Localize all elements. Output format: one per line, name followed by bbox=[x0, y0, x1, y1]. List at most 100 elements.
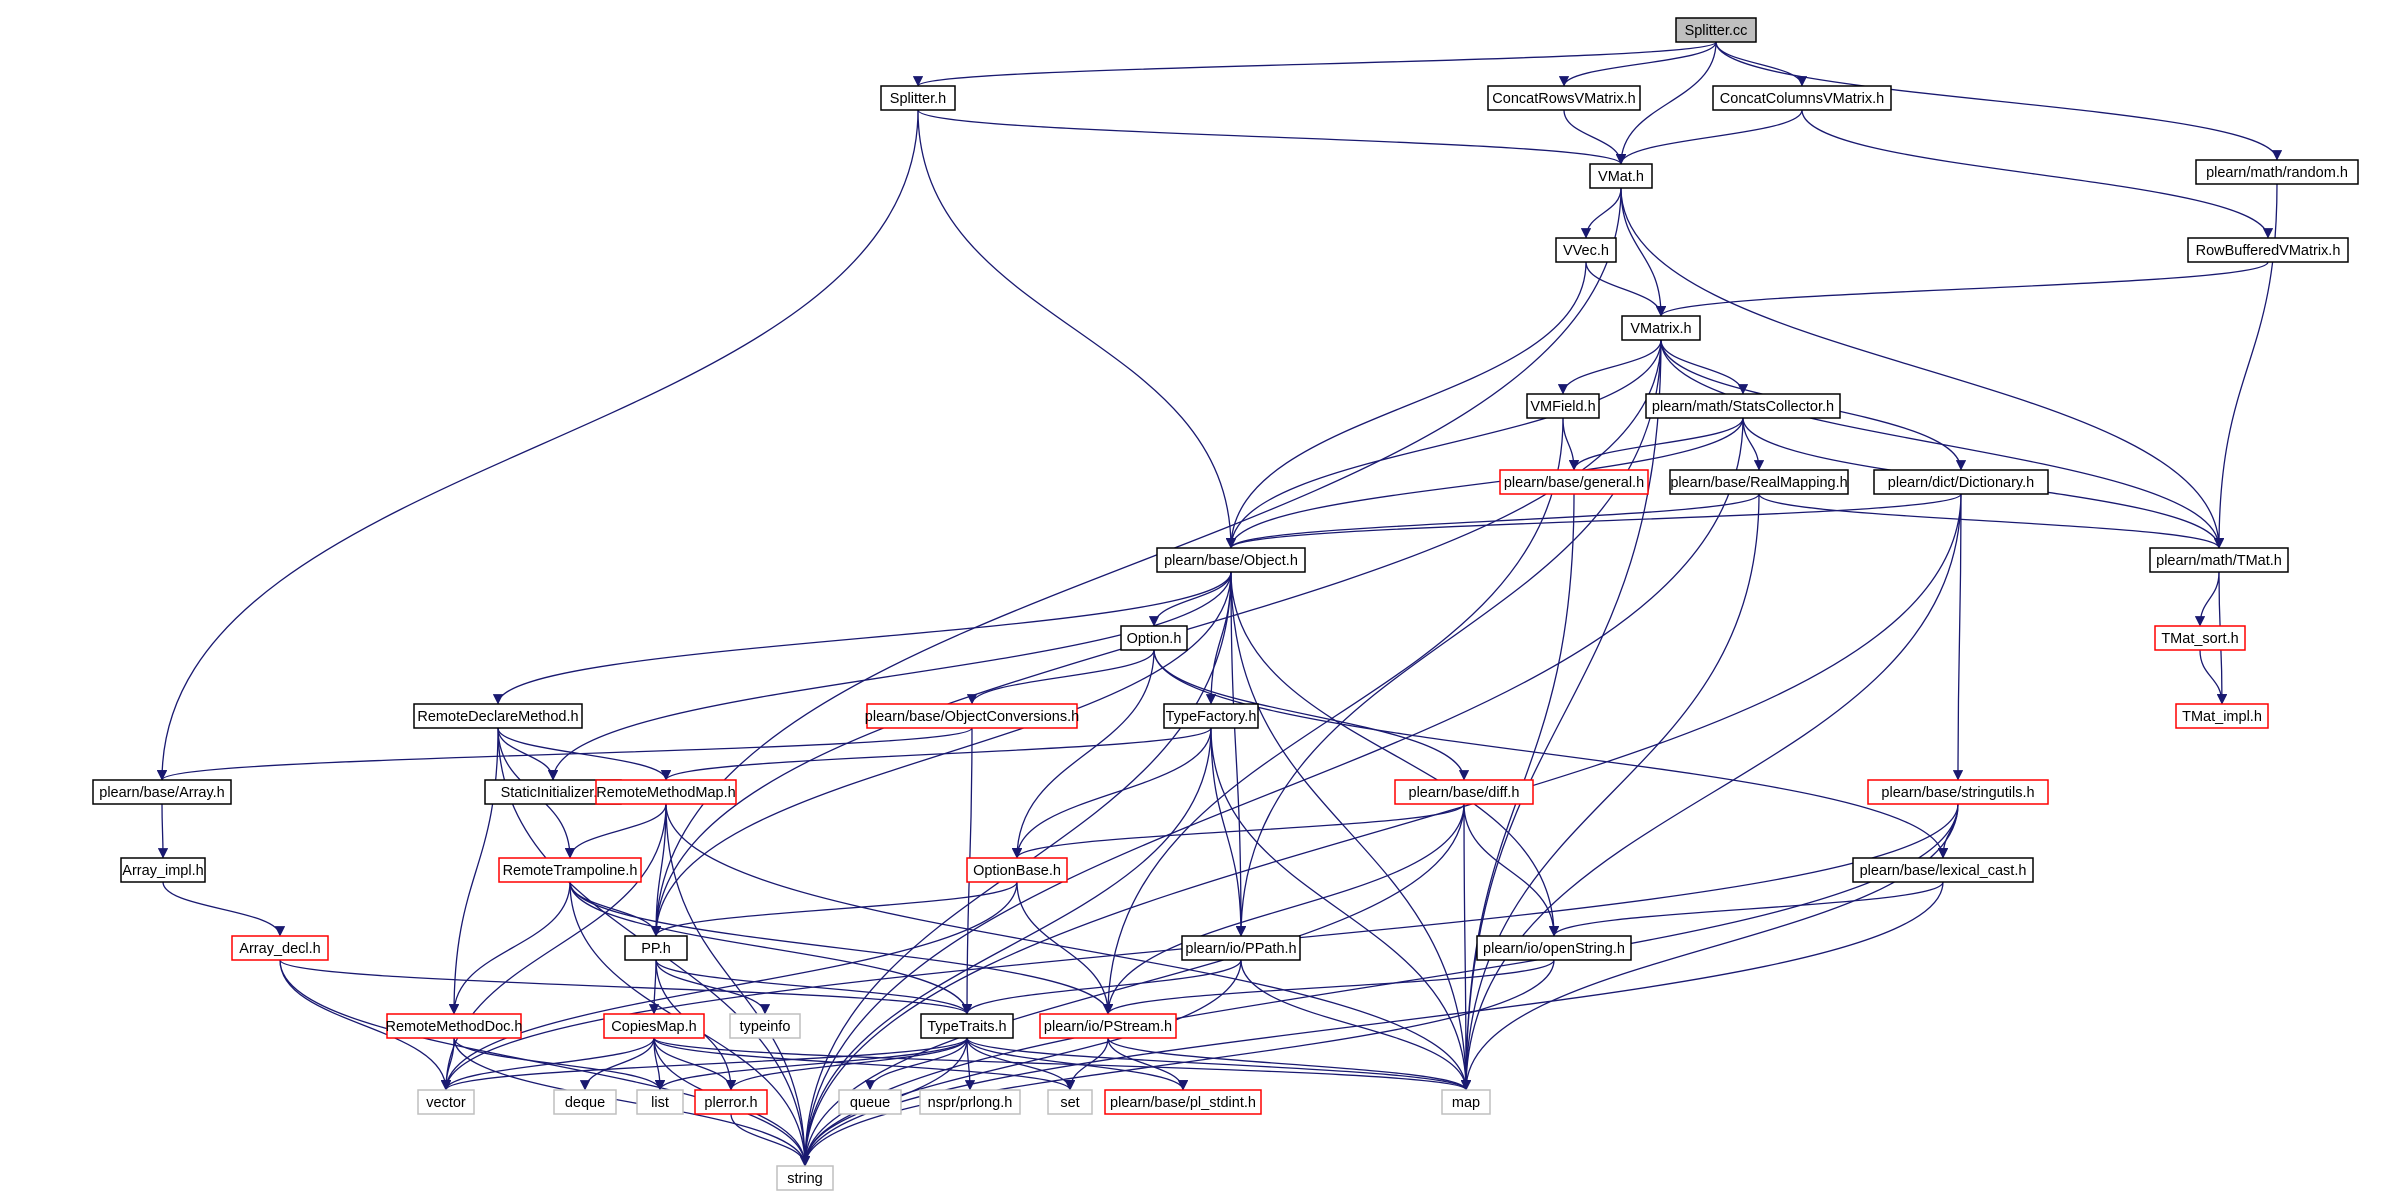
edge-dictionary-to-object_h bbox=[1226, 493, 1962, 549]
edge-vmat_h-to-vvec_h bbox=[1580, 187, 1622, 239]
edge-object_h-to-map bbox=[1230, 571, 1472, 1091]
edge-path bbox=[1107, 1037, 1189, 1091]
node-label: Array_impl.h bbox=[122, 863, 203, 879]
edge-path bbox=[1153, 649, 1949, 859]
node-splitter-h[interactable]: Splitter.h bbox=[880, 85, 956, 111]
node-concatrows[interactable]: ConcatRowsVMatrix.h bbox=[1487, 85, 1641, 111]
edge-path bbox=[650, 187, 1622, 937]
node-copiesmap[interactable]: CopiesMap.h bbox=[603, 1013, 705, 1039]
node-tmat-h[interactable]: plearn/math/TMat.h bbox=[2149, 547, 2289, 573]
edge-typetraits-to-queue bbox=[864, 1037, 968, 1091]
node-set: set bbox=[1047, 1089, 1093, 1115]
node-pp-h[interactable]: PP.h bbox=[624, 935, 688, 961]
node-remotemethodmap[interactable]: RemoteMethodMap.h bbox=[595, 779, 737, 805]
node-box bbox=[1852, 857, 2034, 883]
node-lexical-cast[interactable]: plearn/base/lexical_cast.h bbox=[1852, 857, 2034, 883]
edge-path bbox=[1548, 881, 1944, 937]
edge-tmat_sort-to-tmat_impl bbox=[2199, 649, 2228, 705]
node-typetraits[interactable]: TypeTraits.h bbox=[920, 1013, 1014, 1039]
edge-path bbox=[799, 493, 1962, 1167]
node-label: vector bbox=[426, 1095, 466, 1111]
node-pstream[interactable]: plearn/io/PStream.h bbox=[1039, 1013, 1177, 1039]
node-remotemethoddoc[interactable]: RemoteMethodDoc.h bbox=[385, 1013, 523, 1039]
edge-realmapping-to-object_h bbox=[1225, 493, 1760, 549]
node-pl-stdint[interactable]: plearn/base/pl_stdint.h bbox=[1104, 1089, 1262, 1115]
node-openstring[interactable]: plearn/io/openString.h bbox=[1476, 935, 1632, 961]
edge-path bbox=[1952, 493, 1964, 781]
edge-path bbox=[1558, 41, 1717, 87]
node-concatcols[interactable]: ConcatColumnsVMatrix.h bbox=[1712, 85, 1892, 111]
node-tmat-impl[interactable]: TMat_impl.h bbox=[2175, 703, 2269, 729]
node-rowbuffered[interactable]: RowBufferedVMatrix.h bbox=[2187, 237, 2349, 263]
node-vvec-h[interactable]: VVec.h bbox=[1555, 237, 1617, 263]
node-objconv[interactable]: plearn/base/ObjectConversions.h bbox=[865, 703, 1079, 729]
edge-splitter_cc-to-concatcols bbox=[1715, 41, 1808, 87]
node-tmat-sort[interactable]: TMat_sort.h bbox=[2154, 625, 2246, 651]
edge-path bbox=[569, 881, 973, 1015]
node-box bbox=[1621, 315, 1701, 341]
edge-array_decl-to-vector bbox=[279, 959, 452, 1091]
node-array-h[interactable]: plearn/base/Array.h bbox=[92, 779, 232, 805]
node-splitter-cc[interactable]: Splitter.cc bbox=[1675, 17, 1757, 43]
node-label: plearn/base/general.h bbox=[1504, 475, 1644, 491]
node-realmapping[interactable]: plearn/base/RealMapping.h bbox=[1669, 469, 1849, 495]
node-label: RemoteDeclareMethod.h bbox=[417, 709, 578, 725]
node-box bbox=[92, 779, 232, 805]
node-box bbox=[1441, 1089, 1491, 1115]
node-option-h[interactable]: Option.h bbox=[1120, 625, 1188, 651]
node-box bbox=[1589, 163, 1653, 189]
edge-typetraits-to-list bbox=[654, 1037, 968, 1091]
node-plerror[interactable]: plerror.h bbox=[694, 1089, 768, 1115]
node-label: set bbox=[1060, 1095, 1079, 1111]
edge-path bbox=[1562, 417, 1580, 471]
node-box bbox=[694, 1089, 768, 1115]
node-box bbox=[603, 1013, 705, 1039]
node-deque: deque bbox=[553, 1089, 617, 1115]
node-label: plearn/io/PStream.h bbox=[1044, 1019, 1172, 1035]
edge-objconv-to-array_h bbox=[157, 727, 973, 781]
node-label: TMat_sort.h bbox=[2161, 631, 2238, 647]
node-diff-h[interactable]: plearn/base/diff.h bbox=[1394, 779, 1534, 805]
edge-path bbox=[1064, 1037, 1109, 1091]
node-ppath-h[interactable]: plearn/io/PPath.h bbox=[1181, 935, 1301, 961]
node-label: plearn/math/TMat.h bbox=[2156, 553, 2282, 569]
node-vmatrix-h[interactable]: VMatrix.h bbox=[1621, 315, 1701, 341]
node-box bbox=[1104, 1089, 1262, 1115]
node-array-decl[interactable]: Array_decl.h bbox=[231, 935, 329, 961]
edge-tmat_h-to-tmat_sort bbox=[2194, 571, 2220, 627]
edge-array_decl-to-typetraits bbox=[279, 959, 972, 1015]
node-box bbox=[1394, 779, 1534, 805]
edge-path bbox=[1210, 727, 1472, 1091]
node-label: plearn/io/PPath.h bbox=[1185, 941, 1296, 957]
node-label: plerror.h bbox=[704, 1095, 757, 1111]
node-box bbox=[838, 1089, 902, 1115]
edge-option_h-to-objconv bbox=[966, 649, 1155, 705]
node-stringutils[interactable]: plearn/base/stringutils.h bbox=[1867, 779, 2049, 805]
node-box bbox=[1645, 393, 1841, 419]
node-box bbox=[1181, 935, 1301, 961]
node-random-h[interactable]: plearn/math/random.h bbox=[2195, 159, 2359, 185]
edge-path bbox=[1011, 649, 1155, 859]
node-dictionary[interactable]: plearn/dict/Dictionary.h bbox=[1873, 469, 2049, 495]
node-label: list bbox=[651, 1095, 669, 1111]
node-object-h[interactable]: plearn/base/Object.h bbox=[1156, 547, 1306, 573]
edge-path bbox=[661, 727, 1212, 781]
edge-path bbox=[497, 727, 559, 781]
node-general-h[interactable]: plearn/base/general.h bbox=[1499, 469, 1649, 495]
node-remotetrampoline[interactable]: RemoteTrampoline.h bbox=[498, 857, 642, 883]
node-vmat-h[interactable]: VMat.h bbox=[1589, 163, 1653, 189]
node-remotedeclare[interactable]: RemoteDeclareMethod.h bbox=[413, 703, 583, 729]
node-optionbase[interactable]: OptionBase.h bbox=[966, 857, 1068, 883]
edge-path bbox=[569, 881, 662, 937]
edge-optionbase-to-vector bbox=[440, 881, 1018, 1091]
node-box bbox=[1120, 625, 1188, 651]
edge-typetraits-to-map bbox=[966, 1037, 1472, 1091]
edge-path bbox=[665, 803, 1472, 1091]
node-typefactory[interactable]: TypeFactory.h bbox=[1163, 703, 1259, 729]
edge-dictionary-to-string bbox=[799, 493, 1962, 1167]
node-vmfield-h[interactable]: VMField.h bbox=[1526, 393, 1600, 419]
node-array-impl[interactable]: Array_impl.h bbox=[120, 857, 206, 883]
edge-path bbox=[1615, 109, 1803, 165]
node-statscollector[interactable]: plearn/math/StatsCollector.h bbox=[1645, 393, 1841, 419]
